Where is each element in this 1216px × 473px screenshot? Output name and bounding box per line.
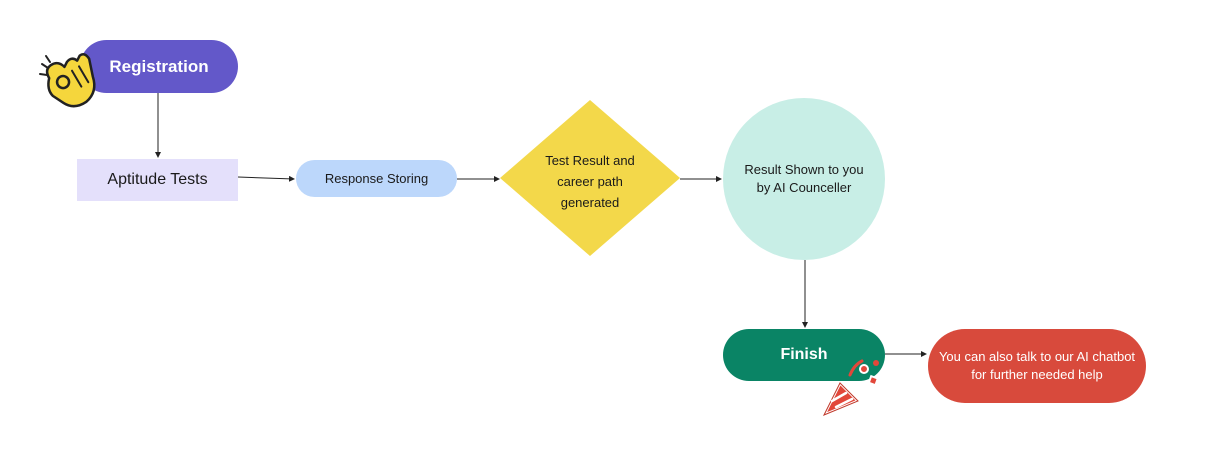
- result-shown-label: Result Shown to you by AI Counceller: [744, 162, 864, 195]
- registration-label: Registration: [109, 56, 209, 76]
- response-storing-label: Response Storing: [324, 171, 429, 186]
- aptitude-tests-node: Aptitude Tests: [77, 159, 238, 201]
- finish-label: Finish: [780, 346, 828, 363]
- result-shown-node: Result Shown to you by AI Counceller: [723, 98, 885, 260]
- response-storing-node: Response Storing: [296, 160, 457, 197]
- chatbot-label: You can also talk to our AI chatbot for …: [938, 349, 1136, 382]
- aptitude-tests-label: Aptitude Tests: [107, 171, 208, 188]
- finish-node: Finish: [723, 329, 885, 381]
- ok-hand-icon: [36, 50, 104, 116]
- edge-aptitude-response: [237, 175, 295, 182]
- registration-node: Registration: [80, 40, 238, 93]
- party-popper-icon: [818, 355, 886, 421]
- decision-diamond-shape: [500, 100, 680, 256]
- chatbot-node: You can also talk to our AI chatbot for …: [928, 329, 1146, 403]
- test-result-node: Test Result and career path generated: [500, 100, 680, 256]
- test-result-label: Test Result and career path generated: [545, 153, 635, 210]
